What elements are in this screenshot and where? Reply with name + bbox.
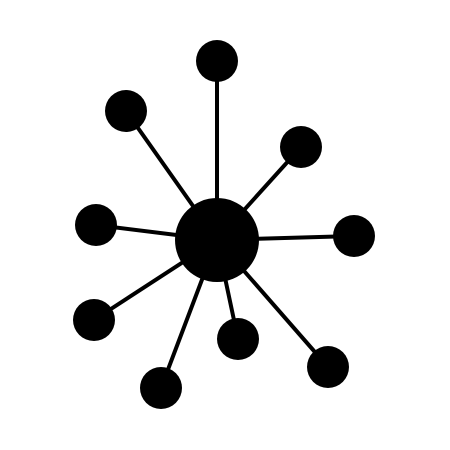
satellite-node	[196, 40, 238, 82]
satellite-node	[280, 126, 322, 168]
satellite-node	[75, 204, 117, 246]
satellite-node	[307, 346, 349, 388]
satellite-node	[73, 299, 115, 341]
satellite-node	[140, 367, 182, 409]
satellite-node	[105, 90, 147, 132]
satellite-node	[333, 215, 375, 257]
satellite-node	[217, 318, 259, 360]
hub-node	[175, 198, 259, 282]
nodes	[73, 40, 375, 409]
